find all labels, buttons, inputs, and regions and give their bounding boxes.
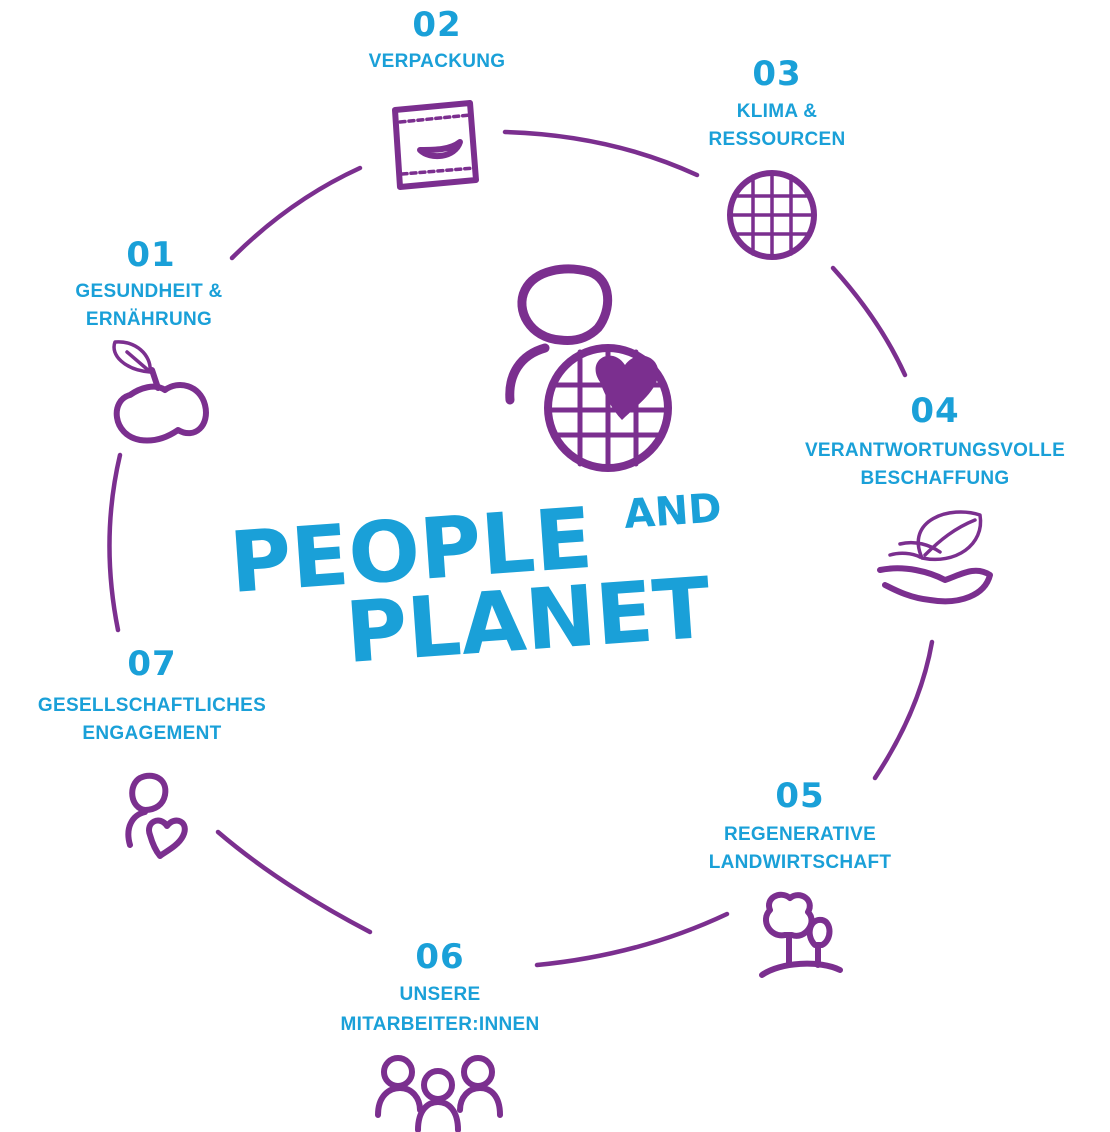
ring-arc-03-04 [830,265,908,378]
segment-number: 07 [127,644,176,684]
ring-arc-04-05 [872,639,935,781]
person-globe-heart-icon [505,264,672,472]
ring-arc-01-02 [229,165,363,261]
segment-label-line: ERNÄHRUNG [86,309,212,330]
ring-arc-05-06 [534,911,730,968]
apple-icon [112,340,209,444]
segment-05: 05 REGENERATIVE LANDWIRTSCHAFT [709,776,892,978]
segment-label-line: GESELLSCHAFTLICHES [38,695,266,716]
segment-number: 05 [775,776,824,816]
segment-06: 06 UNSERE MITARBEITER:INNEN [341,937,540,1132]
ring-arc-07-01 [107,452,123,633]
segment-07: 07 GESELLSCHAFTLICHES ENGAGEMENT [38,644,266,859]
segment-02: 02 VERPACKUNG [369,5,506,190]
segment-label-line: BESCHAFFUNG [861,468,1010,489]
segment-number: 01 [126,235,175,275]
segment-label-line: ENGAGEMENT [82,723,221,744]
title-and: AND [622,485,723,538]
segment-label-line: GESUNDHEIT & [75,281,222,302]
people-group-icon [375,1055,503,1132]
segment-04: 04 VERANTWORTUNGSVOLLE BESCHAFFUNG [805,391,1065,605]
segment-label-line: REGENERATIVE [724,824,876,845]
segment-number: 06 [415,937,464,977]
segment-label-line: MITARBEITER:INNEN [341,1014,540,1035]
ring-arc-02-03 [502,129,700,178]
segment-number: 04 [910,391,959,431]
hand-leaf-icon [877,510,993,605]
segment-label-line: RESSOURCEN [708,129,845,150]
segment-number: 03 [752,54,801,94]
center-title: PEOPLE AND PLANET [227,485,724,682]
ring [107,129,935,968]
segment-label-line: VERPACKUNG [369,51,506,72]
segment-label-line: UNSERE [400,984,481,1005]
segment-01: 01 GESUNDHEIT & ERNÄHRUNG [75,235,222,444]
person-heart-icon [125,772,188,859]
segment-number: 02 [412,5,461,45]
package-icon [392,100,479,190]
trees-icon [759,891,843,978]
ring-arc-06-07 [215,829,373,935]
globe-icon [727,170,817,260]
segment-03: 03 KLIMA & RESSOURCEN [708,54,845,260]
segment-label-line: LANDWIRTSCHAFT [709,852,892,873]
segment-label-line: KLIMA & [737,101,818,122]
segment-label-line: VERANTWORTUNGSVOLLE [805,440,1065,461]
